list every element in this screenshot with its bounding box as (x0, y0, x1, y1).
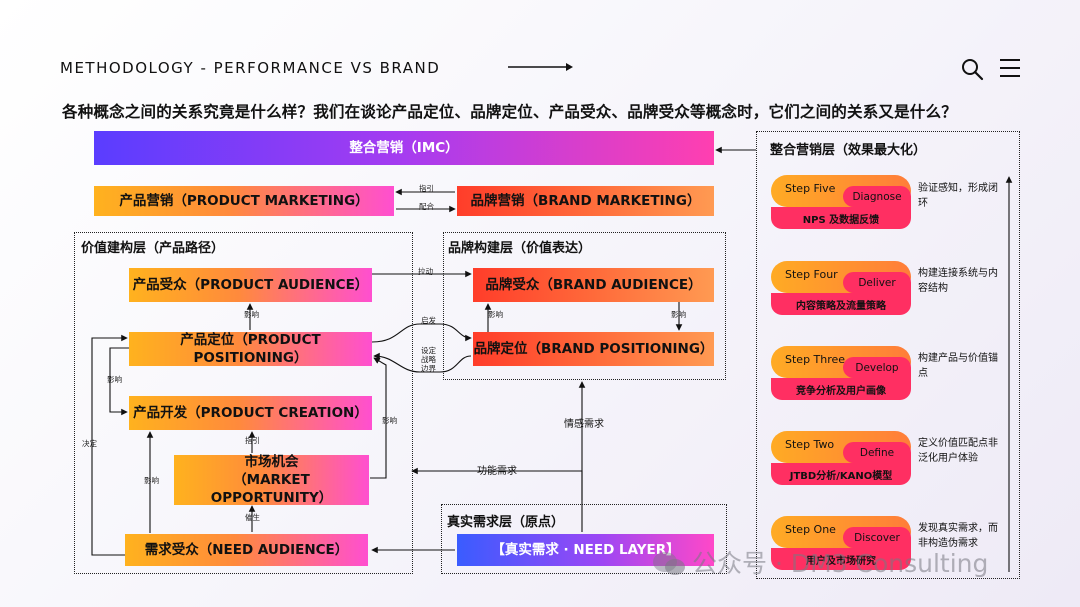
question-text: 各种概念之间的关系究竟是什么样？我们在谈论产品定位、品牌定位、产品受众、品牌受众… (62, 103, 957, 121)
step-label: Step Three (785, 353, 846, 366)
step-label: Step Five (785, 182, 836, 195)
label-inspire: 启发 (421, 316, 436, 325)
value-layer-region (74, 232, 413, 574)
step-four-desc: 构建连接系统与内容结构 (918, 268, 998, 294)
watermark: 公众号 · DM3 Consulting (692, 549, 989, 578)
step-three-desc: 构建产品与价值锚点 (918, 353, 998, 379)
step-verb: Diagnose (843, 186, 911, 207)
label-guide-2: 指引 (245, 436, 260, 445)
label-guide-1: 指引 (419, 184, 434, 193)
label-influence-3: 影响 (671, 310, 686, 319)
label-functional-need: 功能需求 (477, 466, 517, 477)
label-influence-4: 影响 (107, 375, 122, 384)
value-layer-title: 价值建构层（产品路径） (81, 241, 225, 256)
step-four-card: Step Four 内容策略及流量策略 Deliver (771, 261, 911, 315)
brand-marketing-box: 品牌营销（BRAND MARKETING） (457, 186, 714, 216)
label-catalyze: 催生 (245, 513, 260, 522)
wechat-icon (653, 552, 685, 575)
product-creation-box: 产品开发（PRODUCT CREATION） (129, 396, 372, 430)
page-title: METHODOLOGY - PERFORMANCE VS BRAND (60, 59, 441, 77)
label-influence-5: 影响 (382, 416, 397, 425)
market-opportunity-box: 市场机会 （MARKET OPPORTUNITY） (174, 453, 369, 507)
step-two-card: Step Two JTBD分析/KANO模型 Define (771, 431, 911, 485)
brand-layer-title: 品牌构建层（价值表达） (448, 241, 592, 256)
step-one-desc: 发现真实需求，而非构造伪需求 (918, 523, 998, 549)
step-sub: 用户及市场研究 (771, 548, 911, 570)
imc-box: 整合营销（IMC） (94, 131, 714, 165)
step-verb: Develop (843, 357, 911, 378)
real-need-layer-title: 真实需求层（原点） (447, 515, 565, 530)
product-positioning-box: 产品定位（PRODUCT POSITIONING） (129, 332, 372, 366)
search-icon[interactable] (960, 57, 984, 81)
arrow-right-icon (508, 63, 573, 71)
real-need-layer-region (441, 504, 727, 574)
step-sub: JTBD分析/KANO模型 (771, 463, 911, 485)
step-three-card: Step Three 竞争分析及用户画像 Develop (771, 346, 911, 400)
label-influence-6: 影响 (144, 476, 159, 485)
label-set-strategy-1: 设定 (421, 346, 436, 355)
brand-layer-region (443, 232, 726, 380)
label-set-strategy-3: 边界 (421, 364, 436, 373)
menu-icon[interactable] (999, 58, 1021, 78)
step-five-desc: 验证感知，形成闭环 (918, 183, 998, 209)
imc-layer-title: 整合营销层（效果最大化） (770, 143, 927, 158)
label-emotional-need: 情感需求 (564, 419, 604, 430)
step-five-card: Step Five NPS 及数据反馈 Diagnose (771, 175, 911, 229)
label-pull: 拉动 (418, 267, 433, 276)
brand-audience-box: 品牌受众（BRAND AUDIENCE） (473, 268, 714, 302)
step-label: Step Two (785, 438, 835, 451)
step-two-desc: 定义价值匹配点非泛化用户体验 (918, 438, 998, 464)
step-sub: 竞争分析及用户画像 (771, 378, 911, 400)
market-opportunity-line2: （MARKET OPPORTUNITY） (210, 471, 333, 507)
product-audience-box: 产品受众（PRODUCT AUDIENCE） (129, 268, 372, 302)
step-verb: Define (843, 442, 911, 463)
label-influence-1: 影响 (244, 310, 259, 319)
step-label: Step Four (785, 268, 838, 281)
real-need-box: 【真实需求 · NEED LAYER】 (457, 534, 714, 566)
step-sub: NPS 及数据反馈 (771, 207, 911, 229)
step-sub: 内容策略及流量策略 (771, 293, 911, 315)
label-decide: 决定 (82, 439, 97, 448)
label-coordinate: 配合 (419, 202, 434, 211)
step-verb: Deliver (843, 272, 911, 293)
imc-layer-region (756, 131, 1020, 579)
market-opportunity-line1: 市场机会 (244, 453, 299, 470)
label-influence-2: 影响 (488, 310, 503, 319)
need-audience-box: 需求受众（NEED AUDIENCE） (125, 534, 368, 566)
step-label: Step One (785, 523, 836, 536)
step-one-card: Step One 用户及市场研究 Discover (771, 516, 911, 570)
brand-positioning-box: 品牌定位（BRAND POSITIONING） (473, 332, 714, 366)
label-set-strategy-2: 战略 (421, 355, 436, 364)
product-marketing-box: 产品营销（PRODUCT MARKETING） (94, 186, 394, 216)
step-verb: Discover (843, 527, 911, 548)
